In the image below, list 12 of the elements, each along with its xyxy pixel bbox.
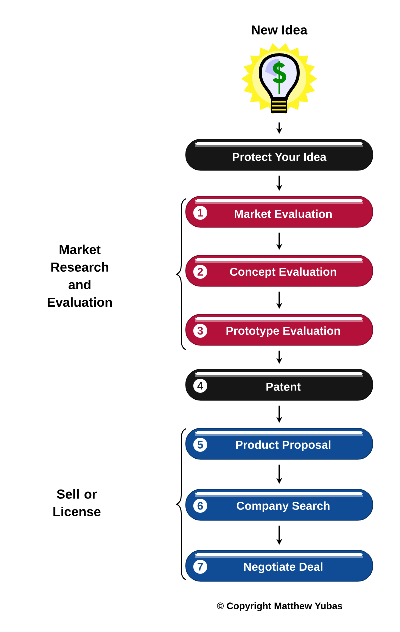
step-pill: 1 Market Evaluation xyxy=(186,196,374,228)
step-pill: 3 Prototype Evaluation xyxy=(186,314,374,346)
group-label: Market Research and Evaluation xyxy=(48,244,112,308)
copyright-note: © Copyright Matthew Yubas xyxy=(217,602,342,612)
heading: New Idea xyxy=(252,25,308,35)
step-pill: 6 Company Search xyxy=(186,489,374,521)
step-pill: Protect Your Idea xyxy=(186,139,374,171)
step-pill: 5 Product Proposal xyxy=(186,428,374,460)
step-pill: 2 Concept Evaluation xyxy=(186,255,374,287)
step-pill: 4 Patent xyxy=(186,369,374,401)
group-label: Sell or License xyxy=(54,489,101,517)
step-pill: 7 Negotiate Deal xyxy=(186,550,374,582)
